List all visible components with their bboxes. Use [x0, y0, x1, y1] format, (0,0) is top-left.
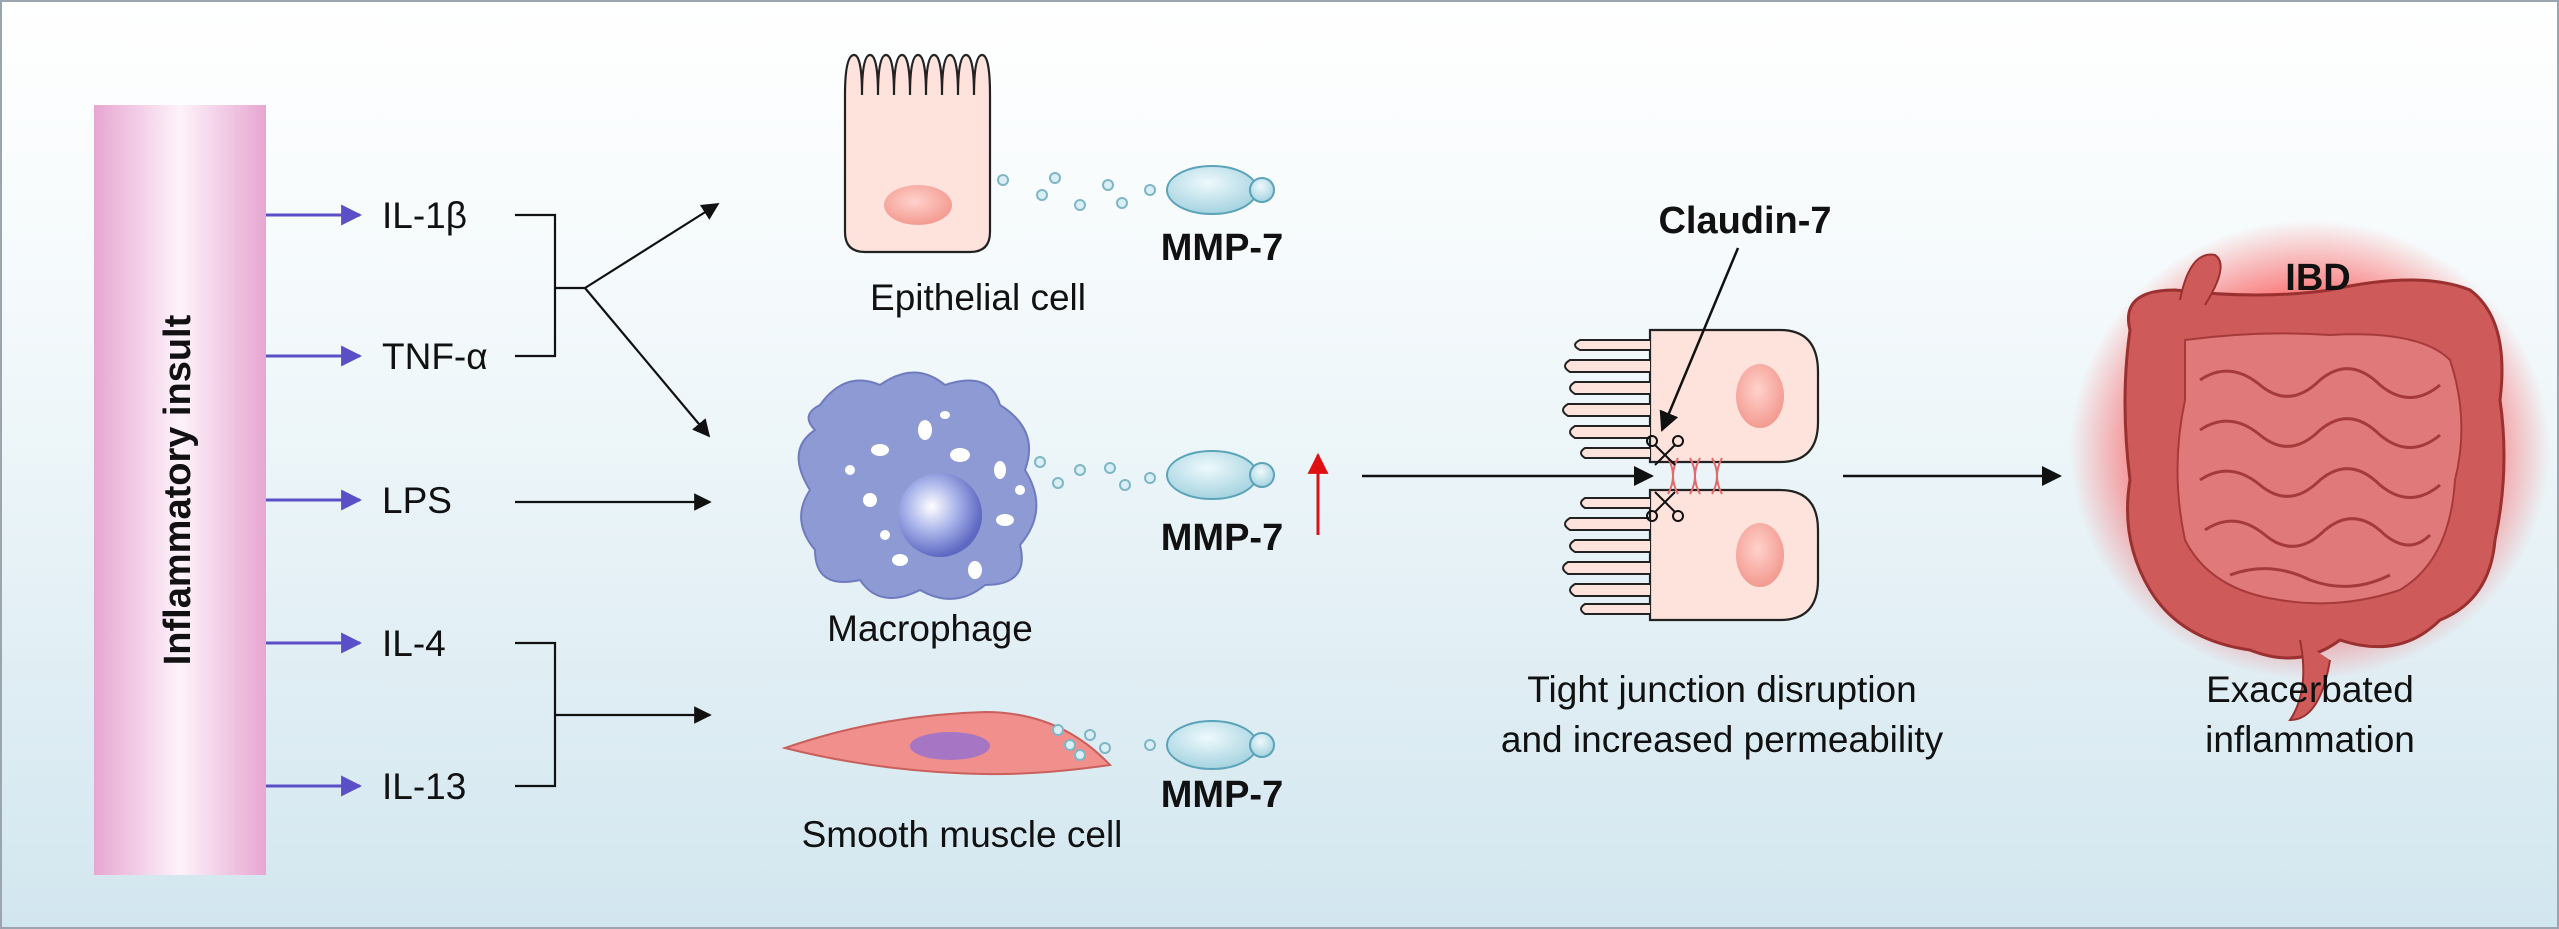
stimulus-il4: IL-4 [382, 623, 446, 664]
scissors-icon [1646, 435, 1684, 522]
epithelial-cell-label: Epithelial cell [870, 277, 1086, 318]
stimulus-lps: LPS [382, 480, 452, 521]
mmp7-label-3: MMP-7 [1161, 774, 1283, 816]
inflammatory-insult-bar: Inflammatory insult [94, 105, 266, 875]
secretion-dots-3 [1052, 724, 1156, 761]
stimulus-il1b: IL-1β [382, 195, 467, 236]
inflamed-colon-icon [2070, 220, 2550, 722]
claudin-strands [1667, 457, 1723, 495]
stimulus-brackets [515, 203, 720, 788]
mmp7-icon-3 [1166, 720, 1275, 770]
claudin7-label: Claudin-7 [1658, 200, 1831, 242]
mmp7-label-2: MMP-7 [1161, 517, 1283, 559]
outcome-caption-line2: inflammation [2205, 719, 2415, 760]
junction-caption-line1: Tight junction disruption [1527, 669, 1916, 710]
insult-label: Inflammatory insult [157, 314, 199, 665]
macrophage-icon [797, 371, 1038, 600]
claudin7-pointer-arrow [1659, 247, 1740, 432]
ibd-label: IBD [2285, 257, 2350, 299]
epithelial-cell-icon [843, 53, 992, 254]
junction-caption-line2: and increased permeability [1501, 719, 1944, 760]
stimulus-tnfa: TNF-α [382, 336, 488, 377]
to-epithelial-arrow [584, 203, 720, 289]
stimulus-arrows [266, 204, 363, 797]
mmp7-label-1: MMP-7 [1161, 227, 1283, 269]
to-macrophage-arrow-1 [584, 287, 711, 438]
tight-junction-icon [1562, 328, 1820, 622]
macrophage-label: Macrophage [827, 608, 1033, 649]
il1b-tnfa-bracket [515, 213, 557, 358]
secretion-dots-2 [1034, 456, 1156, 491]
outcome-caption-line1: Exacerbated [2206, 669, 2414, 710]
smooth-muscle-cell-label: Smooth muscle cell [802, 814, 1123, 855]
stimulus-il13: IL-13 [382, 766, 466, 807]
mmp7-icon-2 [1166, 450, 1275, 500]
smooth-muscle-cell-icon [781, 710, 1113, 776]
secretion-dots-1 [997, 172, 1156, 211]
mmp7-icon-1 [1166, 165, 1275, 215]
